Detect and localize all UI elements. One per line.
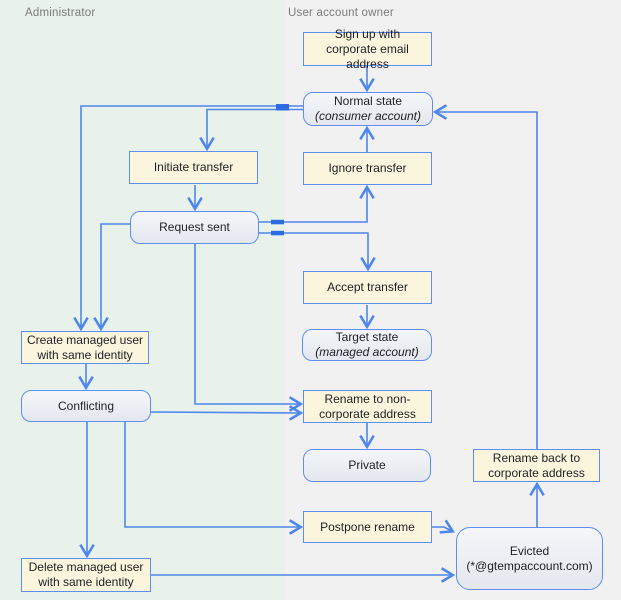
- node-initiate-transfer: Initiate transfer: [129, 151, 258, 184]
- node-postpone-rename: Postpone rename: [303, 511, 432, 543]
- node-rename-to-non-corporate: Rename to non-corporate address: [303, 390, 432, 423]
- node-sign-up-with-corporate-email: Sign up with corporate email address: [303, 27, 432, 71]
- node-private: Private: [303, 449, 431, 482]
- node-accept-transfer: Accept transfer: [303, 271, 432, 304]
- node-delete-managed-user: Delete managed user with same identity: [21, 558, 151, 592]
- node-request-sent: Request sent: [130, 211, 259, 244]
- lane-administrator: [0, 0, 285, 600]
- node-ignore-transfer: Ignore transfer: [303, 152, 432, 185]
- node-normal-state: Normal state (consumer account): [303, 92, 433, 126]
- lane-header-administrator: Administrator: [25, 7, 96, 19]
- node-target-state: Target state (managed account): [302, 329, 432, 361]
- node-create-managed-user: Create managed user with same identity: [21, 331, 149, 364]
- node-conflicting: Conflicting: [21, 390, 151, 422]
- node-evicted: Evicted (*@gtempaccount.com): [456, 527, 603, 590]
- lane-header-user-account-owner: User account owner: [288, 7, 394, 19]
- node-rename-back-to-corporate: Rename back to corporate address: [473, 449, 600, 482]
